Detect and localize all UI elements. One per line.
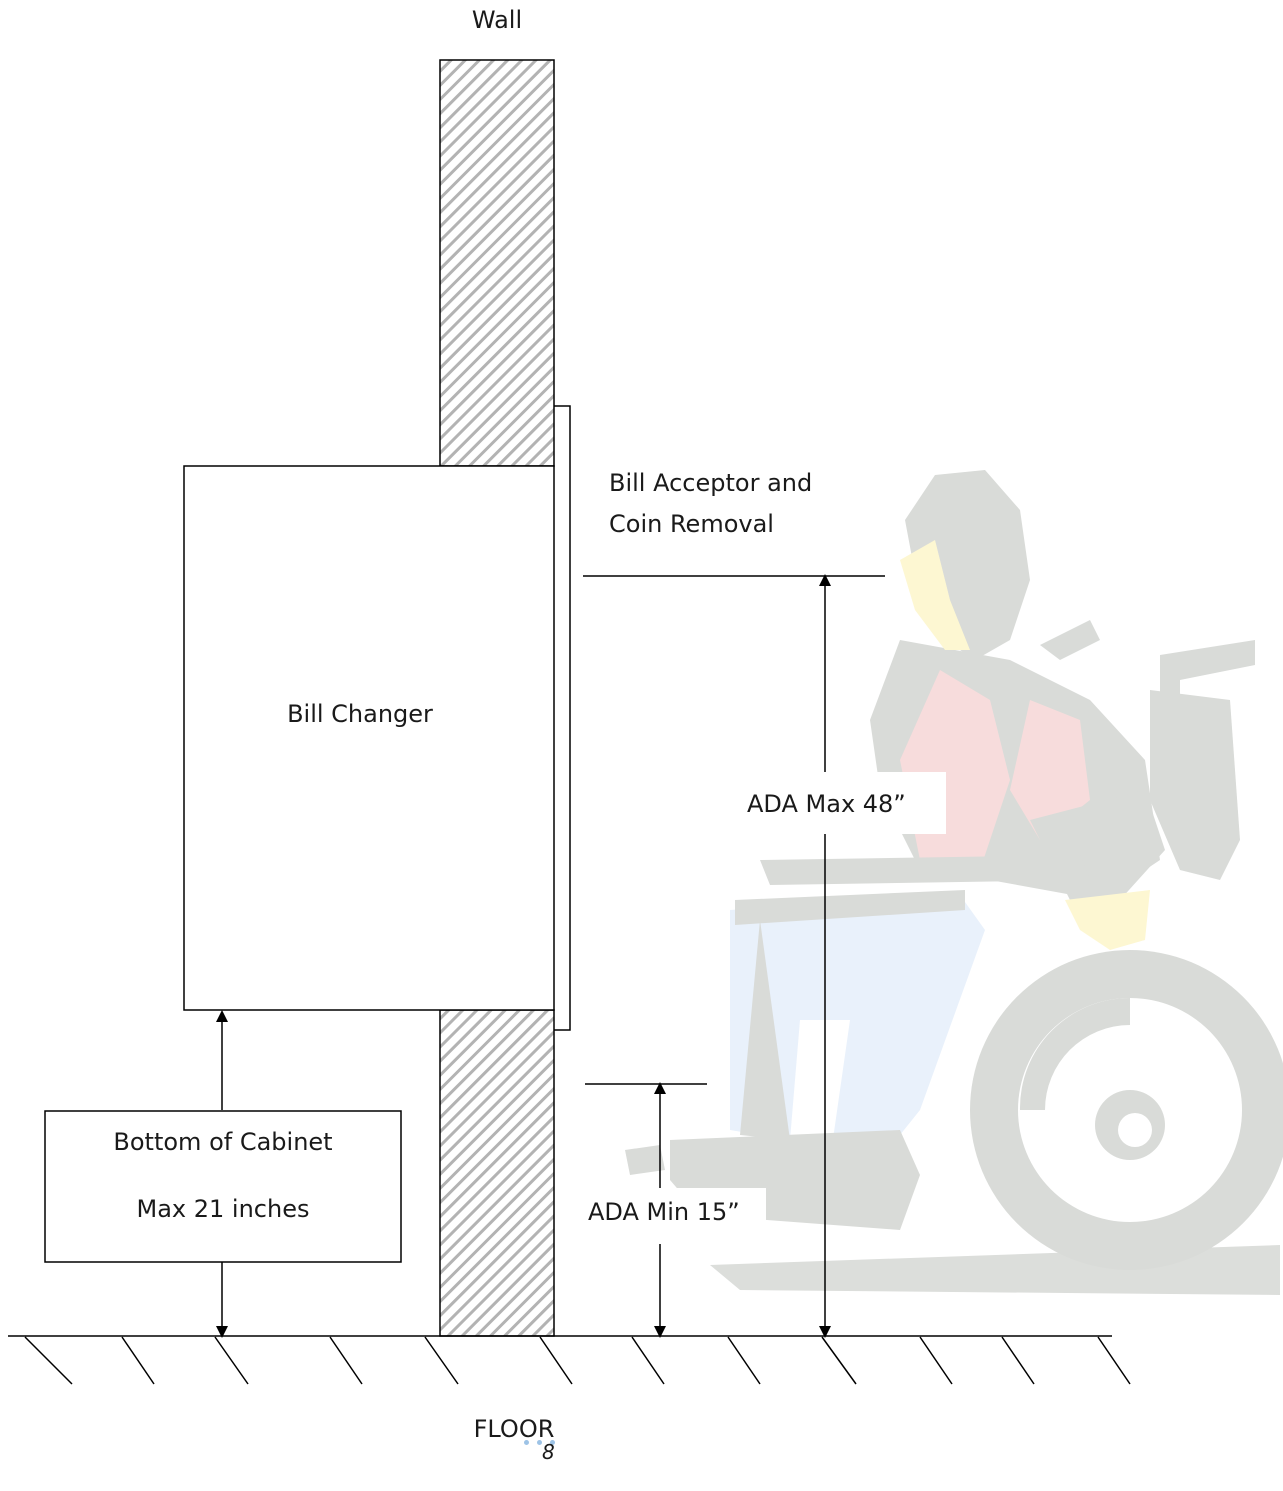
ada-max-label: ADA Max 48” bbox=[747, 790, 906, 818]
bill-acceptor-label-line2: Coin Removal bbox=[609, 510, 774, 538]
floor-label: FLOOR bbox=[473, 1415, 555, 1443]
wall-upper bbox=[439, 59, 555, 467]
wall-lower bbox=[439, 1009, 555, 1337]
bill-changer-label: Bill Changer bbox=[287, 700, 433, 728]
bottom-cabinet-label-line1: Bottom of Cabinet bbox=[113, 1128, 333, 1156]
page-number: 8 bbox=[542, 1440, 555, 1464]
bill-changer-box bbox=[183, 465, 555, 1011]
ada-min-label: ADA Min 15” bbox=[588, 1198, 740, 1226]
ada-min-label-bg bbox=[580, 1188, 766, 1244]
floor-hatching bbox=[24, 1336, 1131, 1385]
bottom-cabinet-label-line2: Max 21 inches bbox=[136, 1195, 310, 1223]
page-dots bbox=[524, 1430, 563, 1449]
bill-acceptor-label-line1: Bill Acceptor and bbox=[609, 469, 813, 497]
bill-acceptor-bracket bbox=[554, 405, 571, 1031]
wheelchair-user-icon bbox=[625, 470, 1283, 1295]
ada-max-label-bg bbox=[730, 772, 946, 834]
wall-label: Wall bbox=[471, 6, 523, 34]
bottom-cabinet-box bbox=[44, 1110, 402, 1263]
